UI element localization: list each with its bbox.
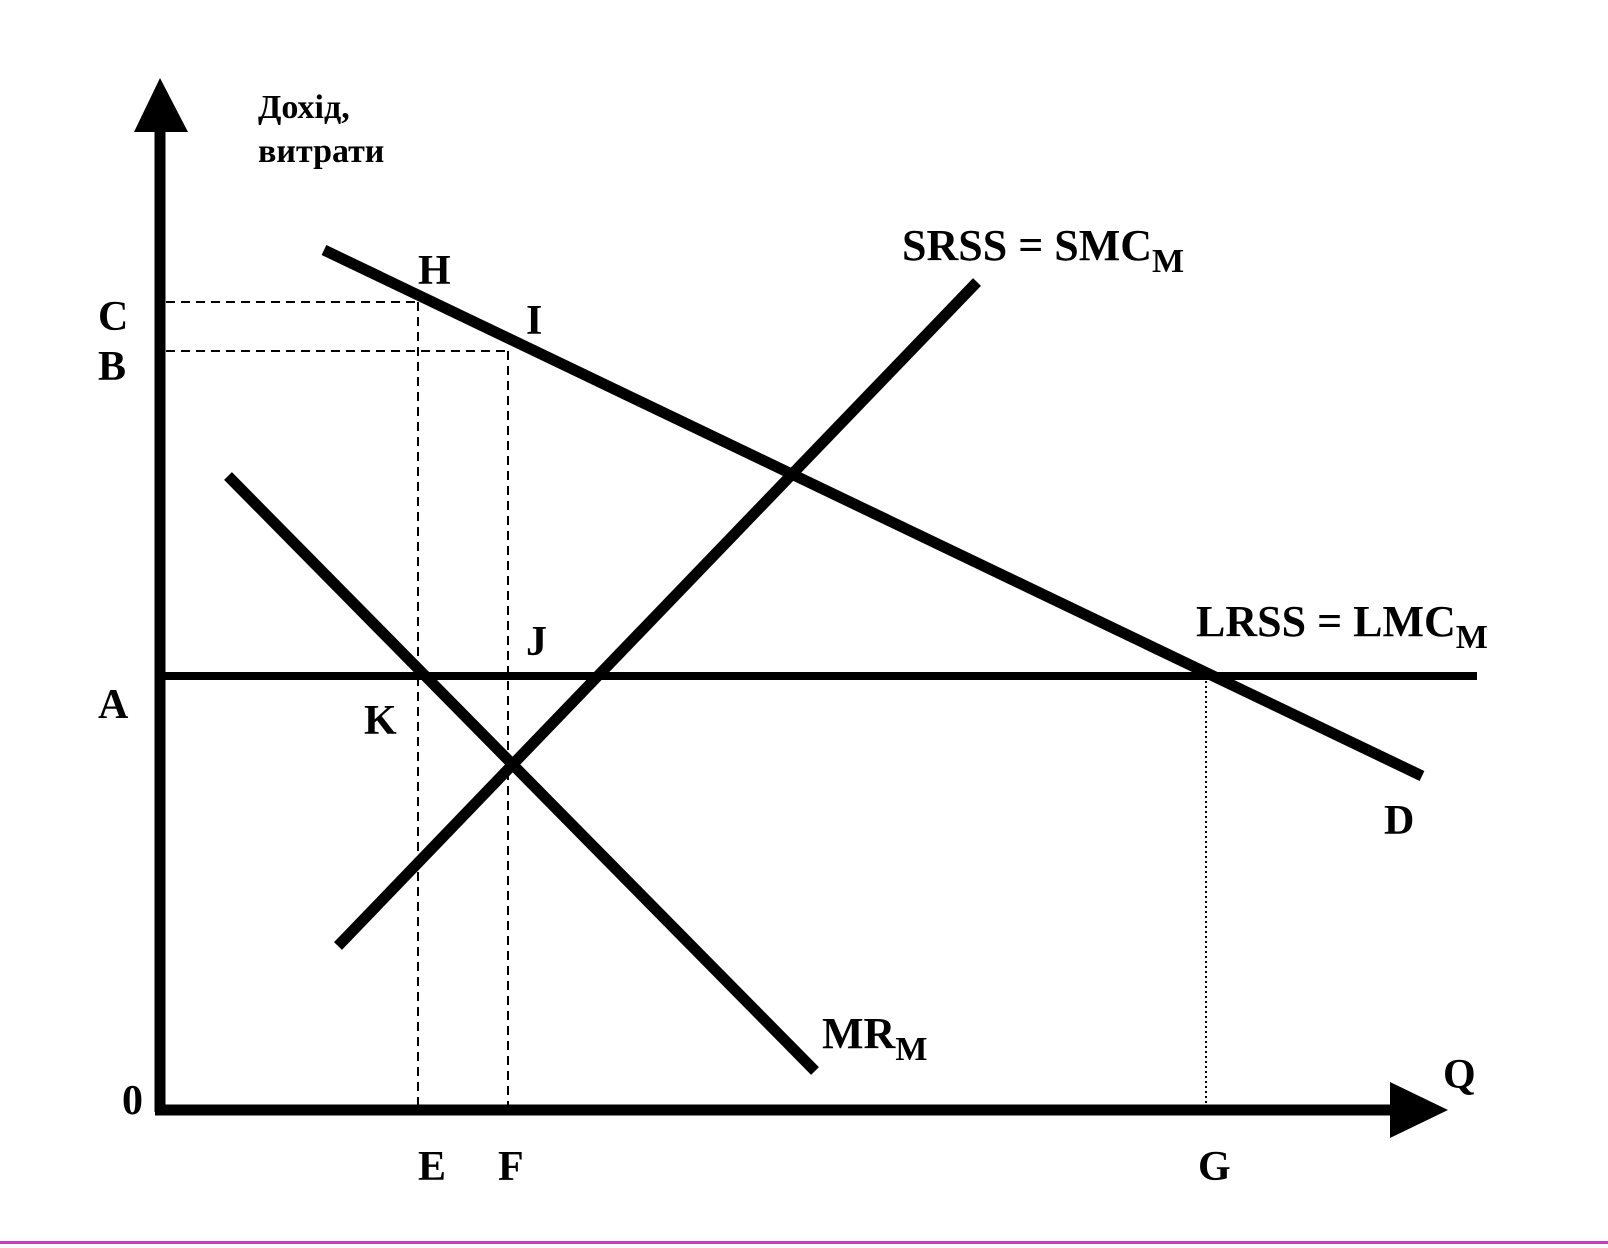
point-k-label: K bbox=[364, 698, 397, 744]
mr-label: MRM bbox=[822, 1009, 927, 1068]
lrss-label: LRSS = LMCM bbox=[1196, 597, 1488, 656]
point-a-label: A bbox=[98, 682, 129, 728]
x-axis-label: Q bbox=[1443, 1052, 1476, 1098]
point-g-label: G bbox=[1198, 1144, 1231, 1190]
demand-curve bbox=[321, 245, 1425, 781]
y-axis-arrow-icon bbox=[134, 78, 188, 132]
point-f-label: F bbox=[498, 1144, 524, 1190]
point-d-label: D bbox=[1384, 798, 1414, 844]
point-e-label: E bbox=[418, 1144, 446, 1190]
origin-label: 0 bbox=[122, 1078, 143, 1124]
point-i-label: I bbox=[526, 298, 542, 344]
srss-curve bbox=[334, 278, 981, 950]
point-c-label: C bbox=[98, 294, 128, 340]
y-axis-label-line1: Дохід, bbox=[258, 89, 350, 126]
point-h-label: H bbox=[418, 248, 451, 294]
point-b-label: B bbox=[98, 344, 126, 390]
srss-label: SRSS = SMCM bbox=[902, 221, 1184, 280]
mr-curve bbox=[224, 472, 819, 1075]
point-j-label: J bbox=[526, 619, 547, 665]
bottom-border-line bbox=[0, 1241, 1608, 1244]
y-axis-label-line2: витрати bbox=[258, 133, 384, 170]
x-axis-arrow-icon bbox=[1390, 1082, 1448, 1138]
